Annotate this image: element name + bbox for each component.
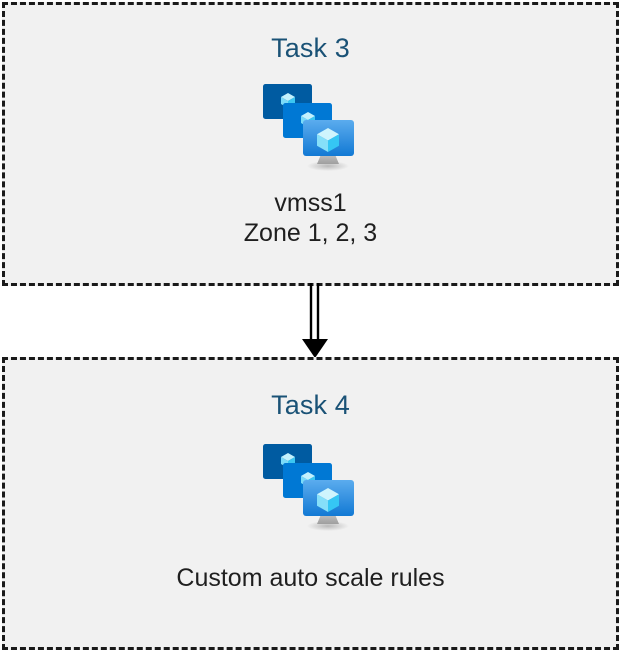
vm-scale-set-icon	[259, 80, 363, 176]
caption-vmss-name: vmss1	[274, 189, 347, 217]
vm-scale-set-icon	[259, 440, 363, 536]
connector-arrow-task3-to-task4	[295, 283, 335, 359]
caption-block-task4: Custom auto scale rules	[176, 563, 444, 593]
task-box-task3[interactable]: Task 3	[2, 2, 619, 286]
task-box-task4[interactable]: Task 4	[2, 357, 619, 650]
task-title-task3: Task 3	[271, 33, 350, 63]
caption-vmss-zones: Zone 1, 2, 3	[243, 219, 378, 247]
caption-block-task3: vmss1 Zone 1, 2, 3	[244, 188, 377, 248]
caption-autoscale-rules: Custom auto scale rules	[176, 564, 445, 592]
task-title-task4: Task 4	[271, 390, 350, 420]
